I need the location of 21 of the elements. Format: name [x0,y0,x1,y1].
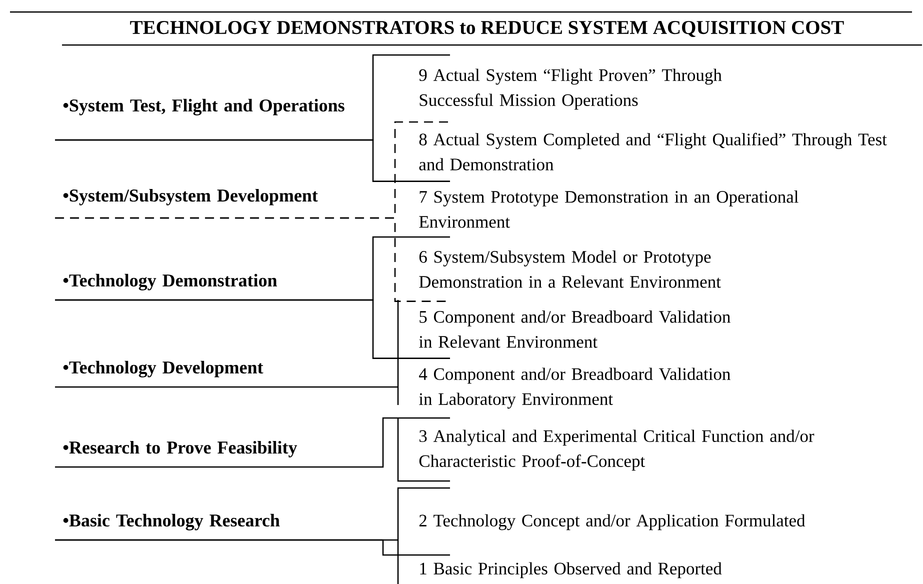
level-text: 6 System/Subsystem Model or Prototype Demonstration in a Relevant Environment [419,250,721,288]
category-label: •System Test, Flight and Operations [63,98,344,116]
bracket-connector [55,417,450,468]
bracket-connector [55,539,450,556]
bracket-connector [55,139,450,182]
category-label: •Technology Development [63,360,264,378]
bracket-connector [55,299,450,359]
category-label: •Research to Prove Feasibility [63,440,298,458]
bracket-connector [55,386,398,388]
title: TECHNOLOGY DEMONSTRATORS to REDUCE SYSTEM ACQUISITION COST [130,20,844,38]
level-text: 1 Basic Principles Observed and Reported [420,562,722,578]
level-text: 4 Component and/or Breadboard Validation in Laboratory Environment [419,368,730,409]
level-text: 3 Analytical and Experimental Critical Function and/or Characteristic Proof-of-Concept [419,430,814,471]
level-text: 5 Component and/or Breadboard Validation in Relevant Environment [419,310,730,348]
level-text: 2 Technology Concept and/or Application Formulated [419,514,806,530]
level-text: 9 Actual System “Flight Proven” Through Successful Mission Operations [419,68,722,110]
level-text: 8 Actual System Completed and “Flight Qualified” Through Test and Demonstration [419,132,887,170]
category-label: •Technology Demonstration [63,274,278,290]
level-text: 7 System Prototype Demonstration in an Operational Environment [419,190,798,228]
category-label: •System/Subsystem Development [63,188,318,206]
category-label: •Basic Technology Research [63,514,280,530]
